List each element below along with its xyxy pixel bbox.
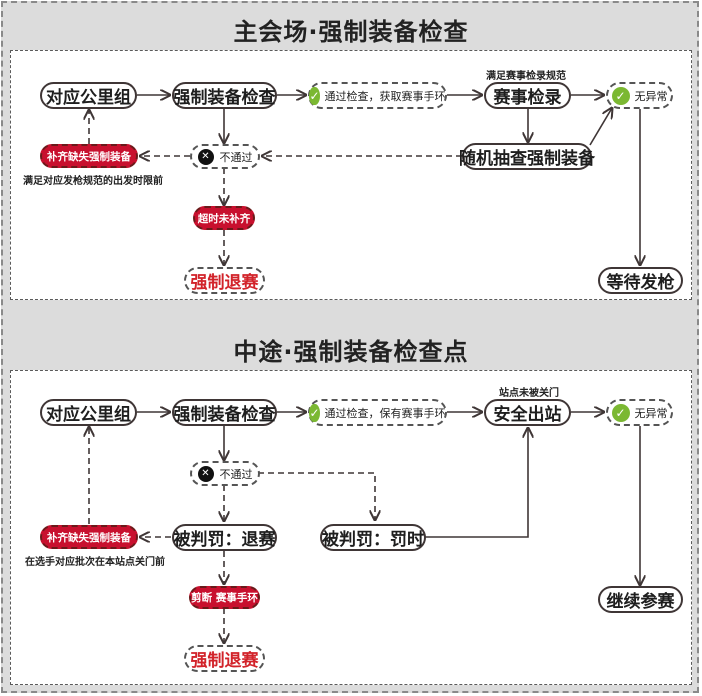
node-random-check-label: 随机抽查强制装备 — [459, 149, 595, 169]
node-random-check: 随机抽查强制装备 — [459, 143, 595, 170]
node2-penalty-time: 被判罚：罚时 — [320, 524, 426, 551]
node2-check: 强制装备检查 — [172, 399, 277, 426]
node2-supplement: 补齐缺失强制装备 — [40, 525, 138, 549]
node-retire-label: 强制退赛 — [190, 273, 259, 293]
node-pass-label: 通过检查，获取赛事手环 — [324, 89, 446, 103]
x-circle-icon: ✕ — [197, 148, 214, 165]
node-end-label: 等待发枪 — [606, 273, 675, 293]
note2-supplement-condition: 在选手对应批次在本站点关门前 — [25, 557, 165, 568]
node-check-label: 强制装备检查 — [173, 88, 276, 108]
node2-retire: 强制退赛 — [184, 645, 265, 672]
check-circle-icon: ✓ — [611, 403, 630, 422]
note-checkin-condition: 满足赛事检录规范 — [486, 71, 566, 82]
node-ok-label: 无异常 — [634, 89, 668, 103]
node2-fail-label: 不通过 — [219, 467, 253, 481]
node2-check-label: 强制装备检查 — [173, 405, 276, 425]
note-exit-condition: 站点未被关门 — [499, 388, 559, 399]
note-supplement-condition: 满足对应发枪规范的出发时限前 — [23, 176, 163, 187]
node-fail-label: 不通过 — [219, 150, 253, 164]
node2-end: 继续参赛 — [598, 586, 683, 613]
check-circle-icon: ✓ — [309, 86, 320, 105]
section-title-main-venue: 主会场·强制装备检查 — [233, 18, 469, 46]
node2-start-label: 对应公里组 — [46, 405, 131, 425]
section-title-midway: 中途·强制装备检查点 — [233, 338, 469, 366]
node2-supplement-label: 补齐缺失强制装备 — [47, 531, 131, 544]
check-circle-icon: ✓ — [611, 86, 630, 105]
node2-exit: 安全出站 — [484, 399, 571, 426]
node2-ok: ✓ 无异常 — [606, 399, 673, 426]
node-check: 强制装备检查 — [172, 82, 277, 109]
node2-pass-label: 通过检查，保有赛事手环 — [324, 406, 446, 420]
node-checkin: 赛事检录 — [484, 82, 571, 109]
node2-cut-band: 剪断 赛事手环 — [189, 586, 260, 609]
node2-exit-label: 安全出站 — [493, 405, 562, 425]
node-supplement-label: 补齐缺失强制装备 — [47, 150, 131, 163]
node-supplement: 补齐缺失强制装备 — [40, 144, 138, 168]
node2-fail: ✕ 不通过 — [190, 461, 260, 486]
node-ok: ✓ 无异常 — [606, 82, 673, 109]
node2-penalty-time-label: 被判罚：罚时 — [322, 530, 424, 550]
node2-cut-band-label: 剪断 赛事手环 — [191, 592, 258, 604]
node-fail: ✕ 不通过 — [190, 144, 260, 169]
node-start-label: 对应公里组 — [46, 88, 131, 108]
node2-ok-label: 无异常 — [634, 406, 668, 420]
node2-retire-label: 强制退赛 — [190, 651, 259, 671]
node2-penalty-retire-label: 被判罚：退赛 — [173, 530, 276, 550]
node-end: 等待发枪 — [598, 267, 683, 294]
node-retire: 强制退赛 — [184, 267, 265, 294]
node2-end-label: 继续参赛 — [606, 592, 675, 612]
check-circle-icon: ✓ — [309, 403, 320, 422]
node-timeout: 超时未补齐 — [193, 206, 255, 230]
node-start: 对应公里组 — [40, 82, 137, 109]
x-circle-icon: ✕ — [197, 465, 214, 482]
node2-start: 对应公里组 — [40, 399, 137, 426]
node2-penalty-retire: 被判罚：退赛 — [172, 524, 277, 551]
node-pass: ✓ 通过检查，获取赛事手环 — [308, 82, 447, 109]
node-timeout-label: 超时未补齐 — [197, 212, 251, 225]
node2-pass: ✓ 通过检查，保有赛事手环 — [308, 399, 447, 426]
node-checkin-label: 赛事检录 — [493, 88, 562, 108]
